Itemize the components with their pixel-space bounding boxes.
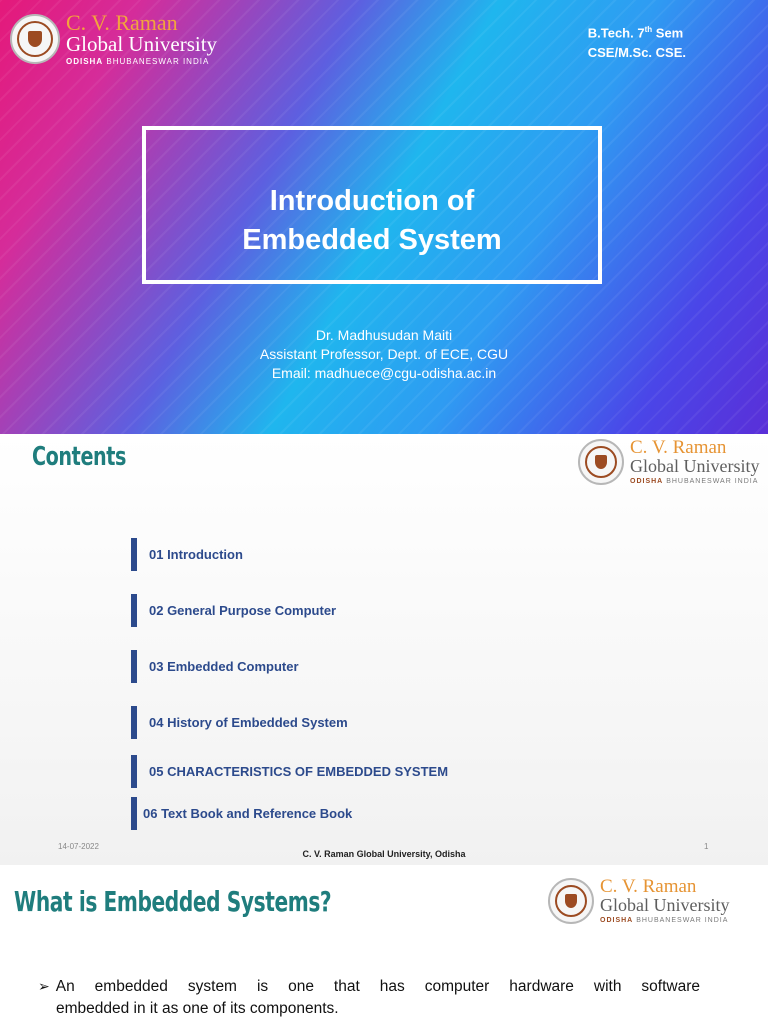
contents-slide: Contents C. V. Raman Global University O… — [0, 434, 768, 865]
author-block: Dr. Madhusudan Maiti Assistant Professor… — [0, 326, 768, 383]
title-slide: C. V. Raman Global University ODISHA BHU… — [0, 0, 768, 434]
university-logo: C. V. Raman Global University ODISHA BHU… — [548, 877, 729, 924]
toc-item-general-purpose-computer[interactable]: 02 General Purpose Computer — [131, 594, 336, 627]
what-heading: What is Embedded Systems? — [14, 885, 332, 918]
university-seal-icon — [578, 438, 624, 485]
author-name: Dr. Madhusudan Maiti — [315, 327, 453, 343]
logo-line1: C. V. Raman — [66, 10, 178, 35]
university-logo: C. V. Raman Global University ODISHA BHU… — [578, 438, 759, 485]
definition-paragraph: ➢An embedded system is one that has comp… — [38, 978, 700, 1017]
toc-item-introduction[interactable]: 01 Introduction — [131, 538, 243, 571]
author-position: Assistant Professor, Dept. of ECE, CGU — [259, 346, 509, 362]
bullet-arrow-icon: ➢ — [38, 978, 50, 994]
author-email: Email: madhuece@cgu-odisha.ac.in — [271, 365, 497, 381]
logo-line3: ODISHA BHUBANESWAR INDIA — [66, 57, 210, 66]
university-seal-icon — [548, 877, 594, 924]
university-seal-icon — [10, 14, 60, 64]
page-number: 1 — [704, 842, 709, 851]
logo-line1: C. V. Raman — [600, 876, 697, 897]
footer-date: 14-07-2022 — [58, 842, 99, 851]
contents-heading: Contents — [32, 442, 127, 472]
slide-title: Introduction of Embedded System — [242, 185, 502, 256]
toc-item-text-book[interactable]: 06 Text Book and Reference Book — [131, 797, 352, 830]
logo-line2: Global University — [630, 456, 760, 476]
toc-item-embedded-computer[interactable]: 03 Embedded Computer — [131, 650, 299, 683]
footer-university: C. V. Raman Global University, Odisha — [302, 849, 466, 859]
logo-line3: ODISHA BHUBANESWAR INDIA — [630, 478, 759, 485]
logo-line2: Global University — [66, 32, 218, 56]
program-label: B.Tech. 7th Sem CSE/M.Sc. CSE. — [587, 25, 686, 61]
logo-line3: ODISHA BHUBANESWAR INDIA — [600, 917, 729, 924]
logo-line2: Global University — [600, 895, 730, 915]
toc-item-characteristics[interactable]: 05 CHARACTERISTICS OF EMBEDDED SYSTEM — [131, 755, 448, 788]
toc-item-history[interactable]: 04 History of Embedded System — [131, 706, 348, 739]
what-is-slide: What is Embedded Systems? C. V. Raman Gl… — [0, 865, 768, 1024]
university-logo: C. V. Raman Global University ODISHA BHU… — [10, 12, 217, 66]
logo-line1: C. V. Raman — [630, 437, 727, 458]
title-frame — [142, 126, 602, 284]
